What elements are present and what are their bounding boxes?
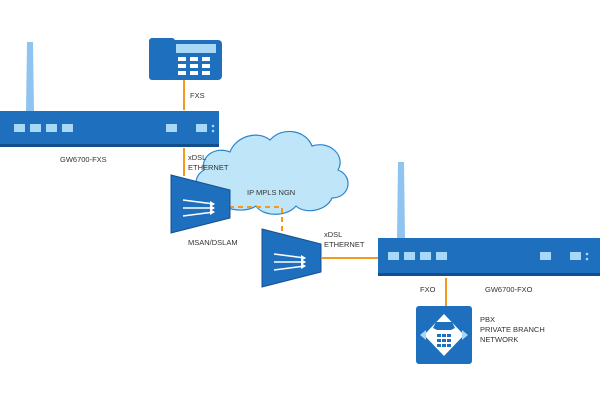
xdsl-ethernet-label-top-line1: xDSL bbox=[188, 153, 206, 162]
pbx-label-line2: PRIVATE BRANCH bbox=[480, 325, 545, 334]
pbx-label-line3: NETWORK bbox=[480, 335, 518, 344]
connection-lines bbox=[183, 80, 447, 306]
xdsl-ethernet-label-right-line2: ETHERNET bbox=[324, 240, 365, 249]
gw6700-fxo-device bbox=[378, 238, 600, 276]
gw6700-fxo-label: GW6700-FXO bbox=[485, 285, 533, 294]
msan-dslam-icon bbox=[170, 174, 322, 288]
msan-unit-upper bbox=[170, 174, 231, 234]
fxo-label: FXO bbox=[420, 285, 436, 294]
labels: FXS GW6700-FXS xDSL ETHERNET IP MPLS NGN… bbox=[60, 91, 545, 344]
msan-dslam-label: MSAN/DSLAM bbox=[188, 238, 238, 247]
pbx-phone-icon bbox=[416, 306, 472, 364]
cloud-label: IP MPLS NGN bbox=[247, 188, 295, 197]
xdsl-ethernet-label-top-line2: ETHERNET bbox=[188, 163, 229, 172]
ethernet-port-group bbox=[388, 252, 581, 260]
fxs-label: FXS bbox=[190, 91, 205, 100]
msan-unit-lower bbox=[261, 228, 322, 288]
xdsl-ethernet-label-right-line1: xDSL bbox=[324, 230, 342, 239]
desk-phone-icon bbox=[149, 38, 222, 80]
antenna-icon bbox=[26, 42, 34, 112]
cloud-icon bbox=[195, 130, 349, 215]
antenna-icon bbox=[397, 162, 405, 238]
gw6700-fxs-label: GW6700-FXS bbox=[60, 155, 107, 164]
ethernet-port-group bbox=[14, 124, 207, 132]
pbx-label-line1: PBX bbox=[480, 315, 495, 324]
dashed-ngn-link bbox=[220, 206, 283, 238]
gw6700-fxs-device bbox=[0, 111, 219, 147]
